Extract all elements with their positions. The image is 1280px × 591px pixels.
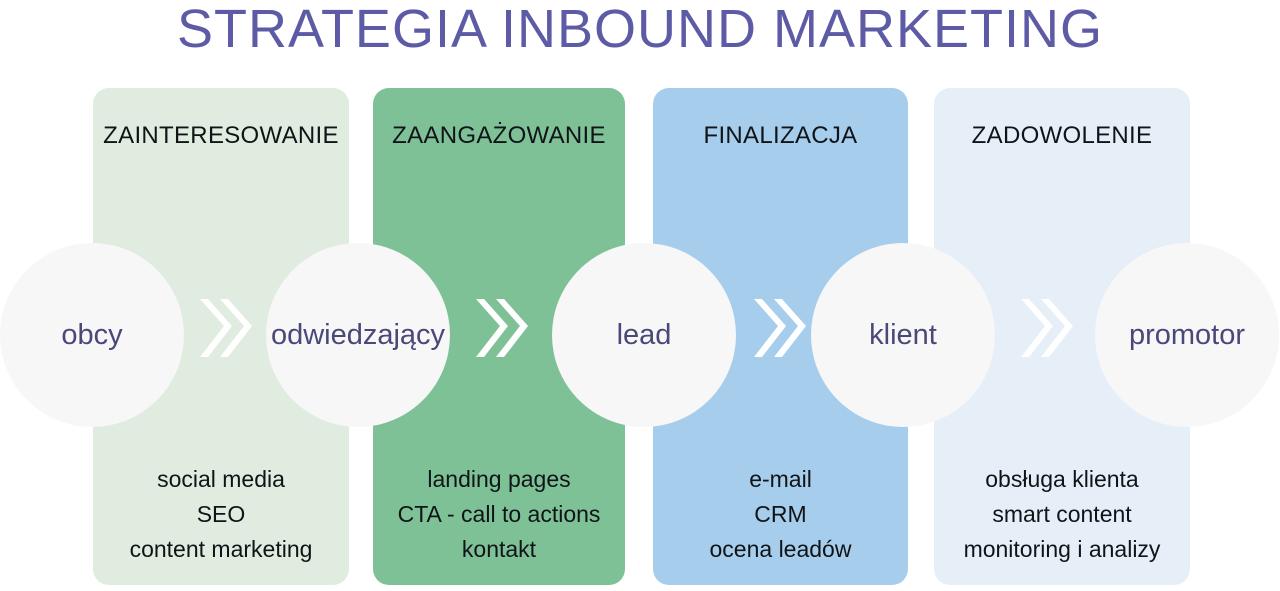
funnel-node-label: promotor <box>1128 319 1246 351</box>
tactic-line: obsługa klienta <box>985 466 1139 492</box>
tactic-line: social media <box>157 466 285 492</box>
funnel-node-label: obcy <box>61 319 123 351</box>
tactic-line: ocena leadów <box>709 536 852 562</box>
funnel-node-promotor[interactable]: promotor <box>1095 243 1279 427</box>
stage-header-zadowolenie: ZADOWOLENIE <box>971 122 1153 149</box>
stage-header-zaangazowanie: ZAANGAŻOWANIE <box>392 122 606 149</box>
page-title: STRATEGIA INBOUND MARKETING <box>176 0 1104 59</box>
stage-header-zainteresowanie: ZAINTERESOWANIE <box>103 122 339 149</box>
funnel-node-lead[interactable]: lead <box>552 243 736 427</box>
tactic-line: landing pages <box>427 466 571 492</box>
stage-header-finalizacja: FINALIZACJA <box>703 122 858 149</box>
funnel-node-label: lead <box>616 319 672 351</box>
tactic-line: SEO <box>196 501 246 527</box>
double-chevron-right-icon <box>1019 293 1075 363</box>
tactic-line: smart content <box>992 501 1132 527</box>
funnel-node-label: odwiedzający <box>270 319 446 351</box>
funnel-node-klient[interactable]: klient <box>811 243 995 427</box>
double-chevron-right-icon <box>198 293 254 363</box>
funnel-node-label: klient <box>869 319 937 351</box>
tactic-line: CRM <box>754 501 807 527</box>
tactic-line: e-mail <box>749 466 812 492</box>
tactic-line: CTA - call to actions <box>397 501 601 527</box>
tactic-line: content marketing <box>129 536 313 562</box>
double-chevron-right-icon <box>752 293 808 363</box>
tactic-line: monitoring i analizy <box>963 536 1161 562</box>
stage-tactics-zadowolenie: obsługa klienta smart content monitoring i… <box>934 462 1190 567</box>
funnel-node-odwiedzajacy[interactable]: odwiedzający <box>266 243 450 427</box>
funnel-node-obcy[interactable]: obcy <box>0 243 184 427</box>
double-chevron-right-icon <box>474 293 530 363</box>
tactic-line: kontakt <box>461 536 537 562</box>
